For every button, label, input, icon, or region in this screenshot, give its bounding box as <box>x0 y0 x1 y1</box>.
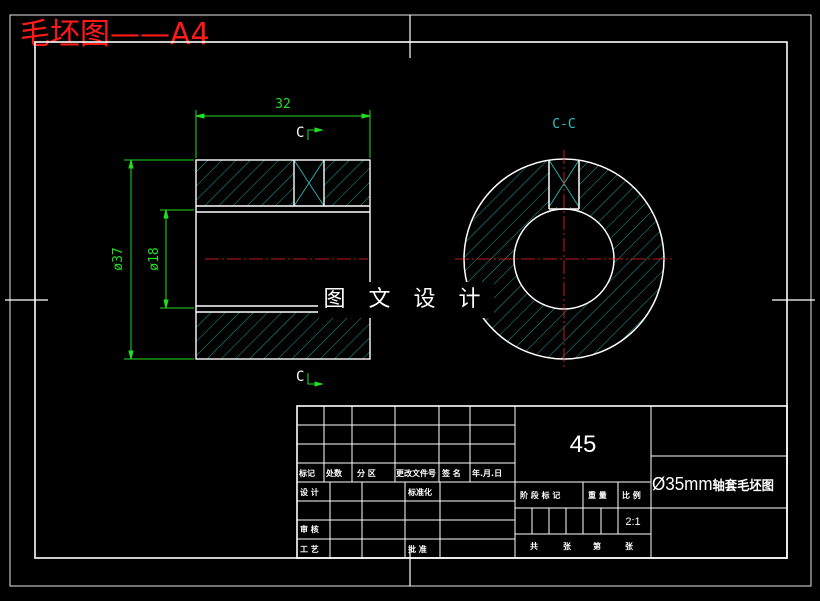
material-value: 45 <box>570 431 597 458</box>
rev-header-count: 处数 <box>325 468 343 478</box>
rev-header-zone: 分 区 <box>357 468 376 478</box>
rev-header-docno: 更改文件号 <box>396 468 436 478</box>
sheet-label-total: 共 <box>530 541 538 551</box>
rev-header-sign: 签 名 <box>441 468 461 478</box>
front-section-view <box>195 159 371 360</box>
info-label-weight: 重 量 <box>588 490 607 500</box>
title-block <box>296 405 788 559</box>
sheet-label-sheet: 张 <box>625 542 634 551</box>
upper-wall-hatch <box>196 160 370 206</box>
lower-wall-hatch <box>196 312 370 359</box>
centering-marks <box>5 15 815 586</box>
sign-label-design: 设 计 <box>300 487 319 497</box>
drawing-title: 毛坯图——A4 <box>20 17 210 52</box>
rev-header-date: 年.月.日 <box>472 468 502 478</box>
section-mark-top: C <box>296 125 304 141</box>
rev-header-mark: 标记 <box>298 468 315 478</box>
part-name-size: Ø35mm <box>652 474 713 494</box>
part-name-suffix: 轴套毛坯图 <box>713 478 774 493</box>
section-view-label: C-C <box>552 117 575 132</box>
info-label-stage: 阶 段 标 记 <box>520 490 560 500</box>
section-mark-bottom: C <box>296 369 304 385</box>
sign-label-review: 审 核 <box>300 524 319 534</box>
watermark: 图 文 设 计 <box>318 282 494 318</box>
sign-label-standard: 标准化 <box>407 487 432 497</box>
sign-label-approve: 批 准 <box>408 544 427 554</box>
sheet-label-sheets: 张 <box>563 542 572 551</box>
info-label-scale: 比 例 <box>622 490 641 500</box>
dimensions <box>124 110 371 387</box>
dim-inner-dia-label: ø18 <box>147 247 162 270</box>
sheet-label-no: 第 <box>593 541 601 551</box>
sign-label-process: 工 艺 <box>300 544 319 554</box>
dim-length-label: 32 <box>275 97 291 112</box>
dim-outer-dia-label: ø37 <box>111 247 126 270</box>
part-name: Ø35mm轴套毛坯图 <box>652 474 774 494</box>
cc-section-view <box>455 150 675 368</box>
scale-value: 2:1 <box>625 516 640 528</box>
